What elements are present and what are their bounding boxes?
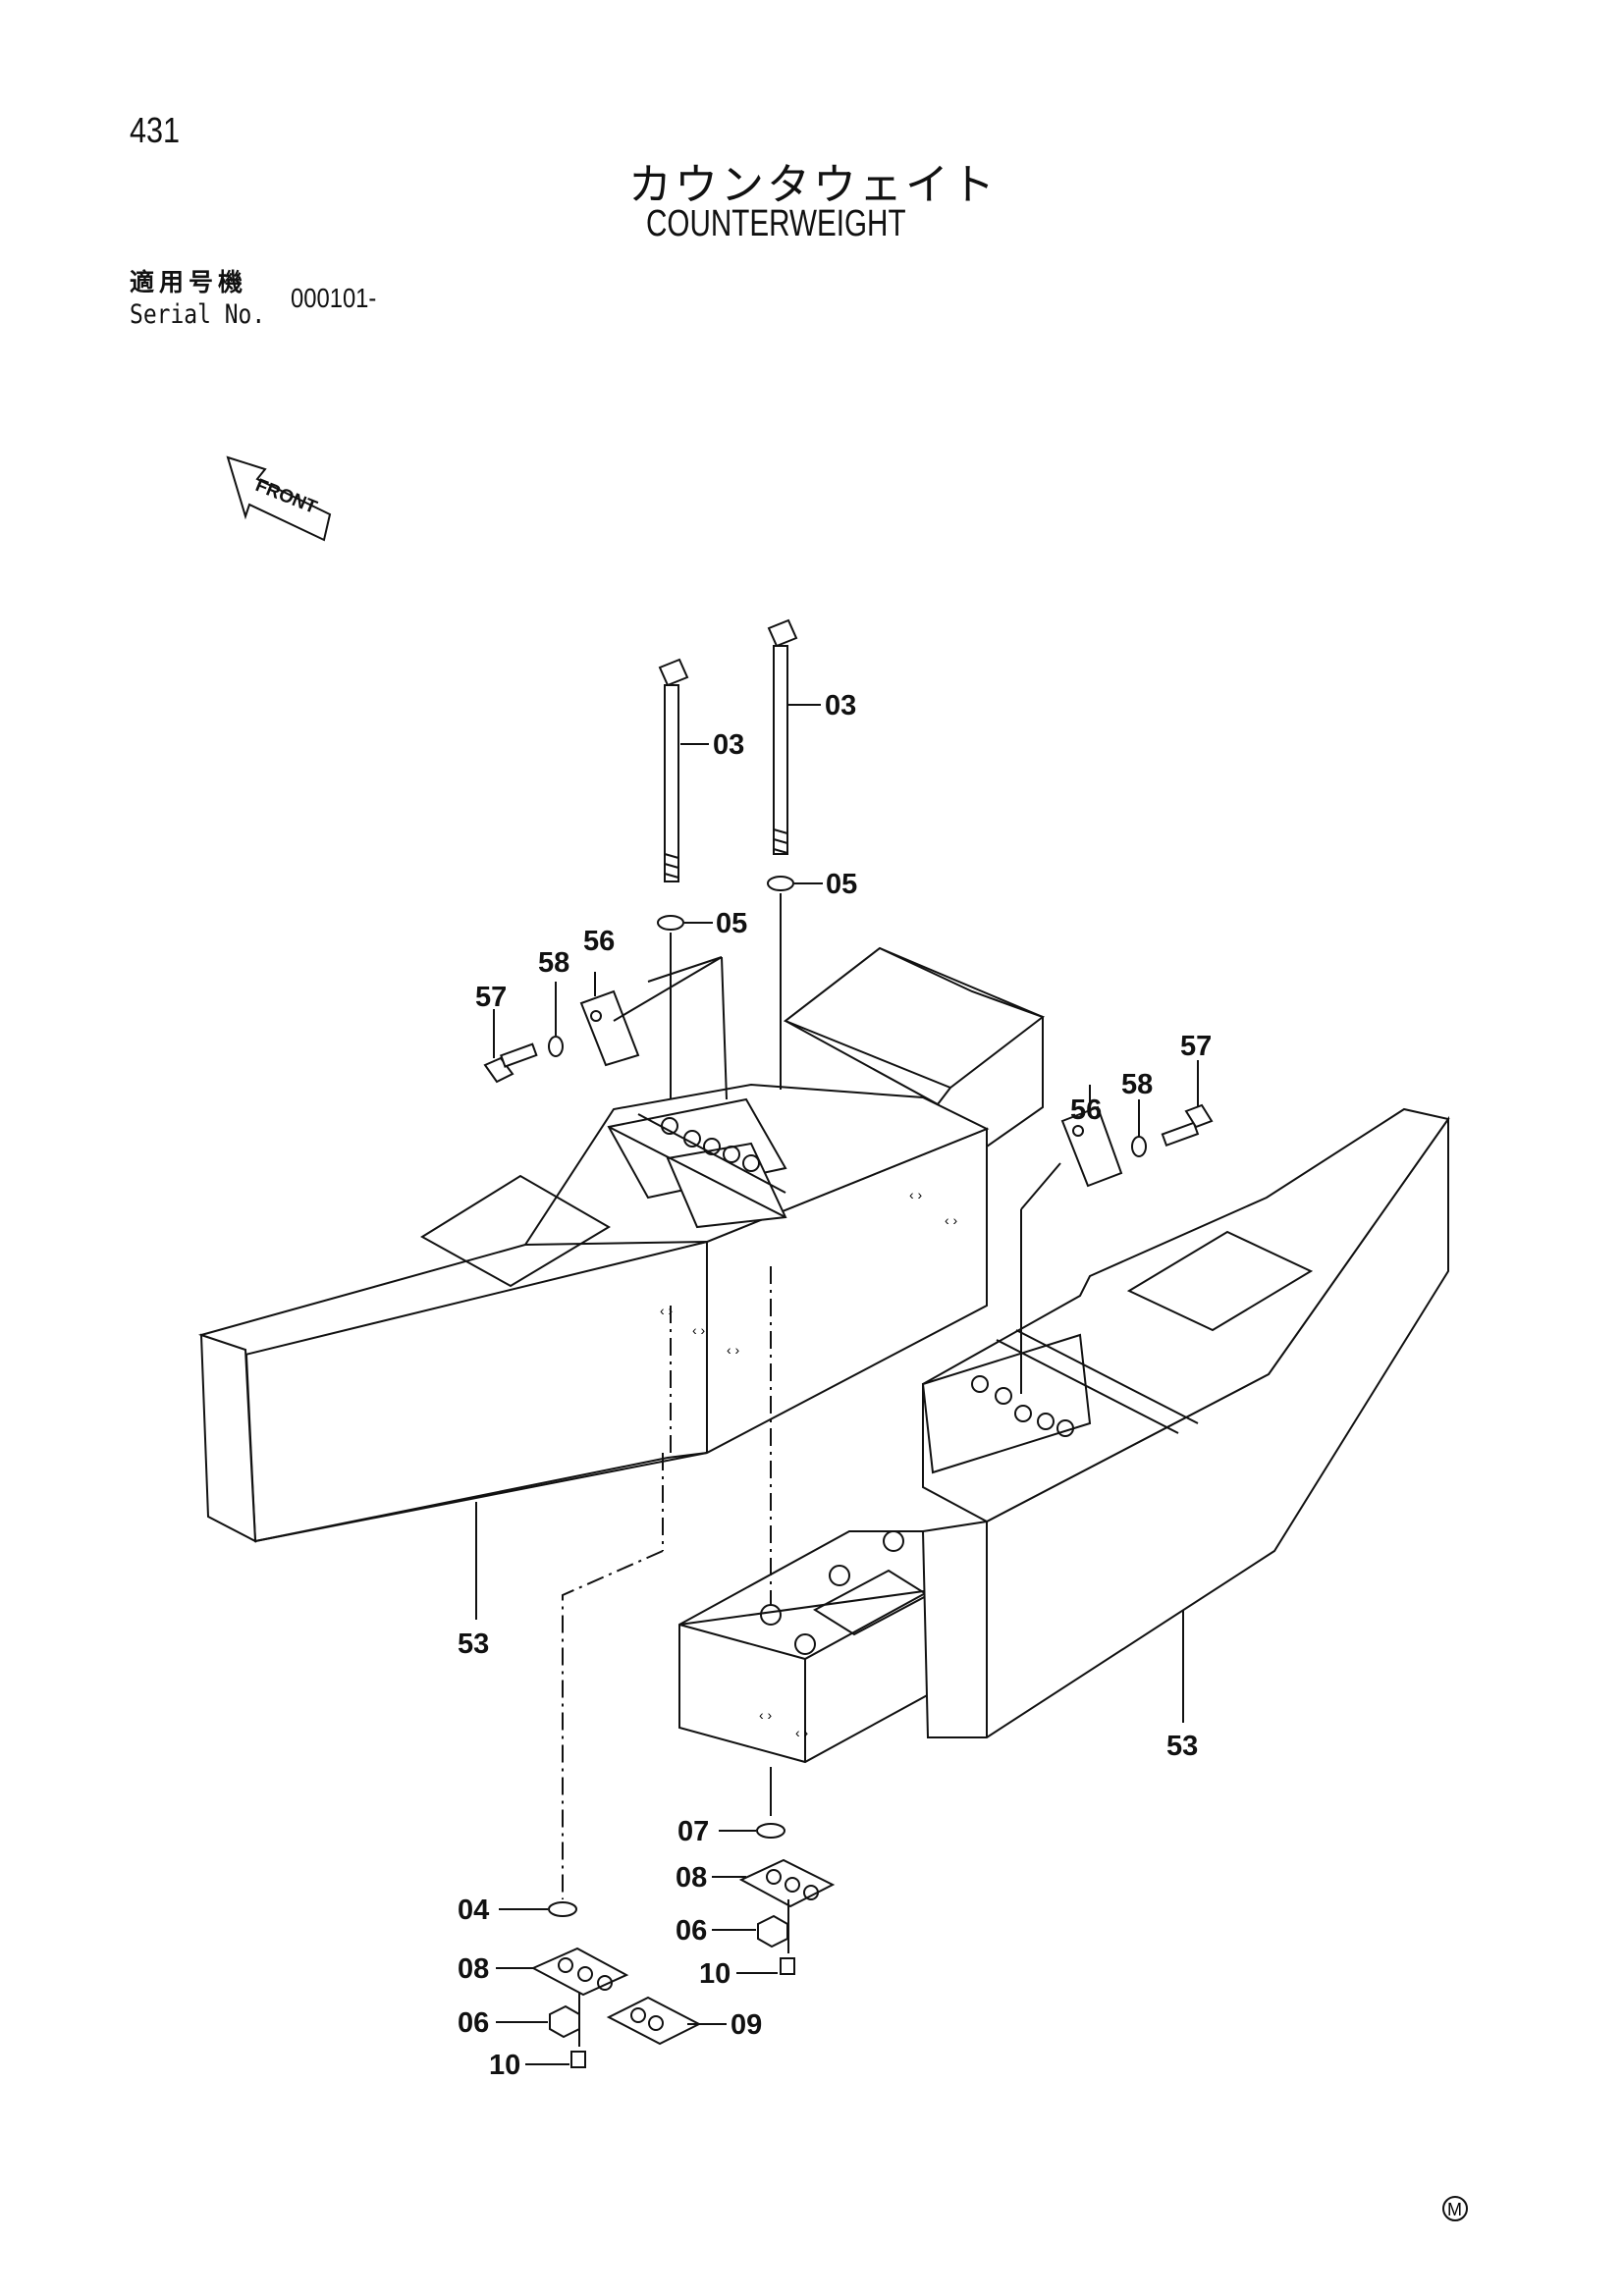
plate-right bbox=[1060, 1105, 1123, 1188]
svg-text:M: M bbox=[1447, 2200, 1462, 2219]
svg-text:‹ ›: ‹ › bbox=[727, 1342, 740, 1358]
page-title: COUNTERWEIGHT bbox=[646, 203, 906, 244]
callout-washer-bottom-right: 07 bbox=[677, 1816, 709, 1847]
screw-left bbox=[483, 1042, 538, 1084]
page-number: 431 bbox=[130, 110, 181, 150]
callout-bolt-left: 03 bbox=[713, 729, 744, 761]
svg-text:‹ ›: ‹ › bbox=[909, 1187, 923, 1202]
trademark-icon: M bbox=[1442, 2196, 1468, 2221]
spacer-plate bbox=[606, 1996, 702, 2046]
serial-label-japanese: 適用号機 bbox=[130, 268, 248, 296]
bolt-long-right bbox=[767, 618, 798, 855]
svg-text:‹ ›: ‹ › bbox=[945, 1212, 958, 1228]
callout-washer-top-right: 05 bbox=[826, 869, 857, 900]
callout-washer-top-left: 05 bbox=[716, 908, 747, 939]
callout-bolt-right: 03 bbox=[825, 690, 856, 721]
callout-screw-right: 57 bbox=[1180, 1031, 1212, 1062]
front-arrow-icon: FRONT bbox=[226, 455, 332, 542]
svg-text:‹ ›: ‹ › bbox=[692, 1322, 706, 1338]
callout-nut-right: 06 bbox=[676, 1915, 707, 1947]
svg-text:‹ ›: ‹ › bbox=[795, 1725, 809, 1740]
callout-lockwasher-left: 58 bbox=[538, 947, 569, 979]
callout-weight-left: 53 bbox=[458, 1629, 489, 1660]
counterweight-right: ‹ › ‹ › bbox=[678, 1107, 1450, 1764]
callout-plate-right: 56 bbox=[1070, 1095, 1102, 1126]
callout-nut-left: 06 bbox=[458, 2007, 489, 2039]
serial-number: 000101- bbox=[291, 283, 377, 313]
callout-bolt-small-left: 10 bbox=[489, 2050, 520, 2081]
callout-lockwasher-right: 58 bbox=[1121, 1069, 1153, 1100]
bolt-long-left bbox=[658, 658, 689, 882]
bracket-right bbox=[738, 1858, 836, 1908]
callout-bracket-right: 08 bbox=[676, 1862, 707, 1894]
callout-spacer: 09 bbox=[731, 2009, 762, 2041]
plate-left bbox=[579, 989, 640, 1067]
callout-screw-left: 57 bbox=[475, 982, 507, 1013]
screw-right bbox=[1161, 1103, 1214, 1148]
callout-washer-bottom-left: 04 bbox=[458, 1895, 489, 1926]
callout-bolt-small-right: 10 bbox=[699, 1958, 731, 1990]
counterweight-left: ‹ › ‹ › ‹ › ‹ › ‹ › bbox=[198, 946, 1046, 1543]
callout-weight-right: 53 bbox=[1166, 1731, 1198, 1762]
callout-plate-left: 56 bbox=[583, 926, 615, 957]
serial-label: Serial No. bbox=[130, 299, 266, 330]
callout-bracket-left: 08 bbox=[458, 1953, 489, 1985]
page-title-japanese: カウンタウェイト bbox=[628, 160, 998, 210]
bracket-left bbox=[530, 1947, 629, 1997]
svg-text:‹ ›: ‹ › bbox=[759, 1707, 773, 1723]
